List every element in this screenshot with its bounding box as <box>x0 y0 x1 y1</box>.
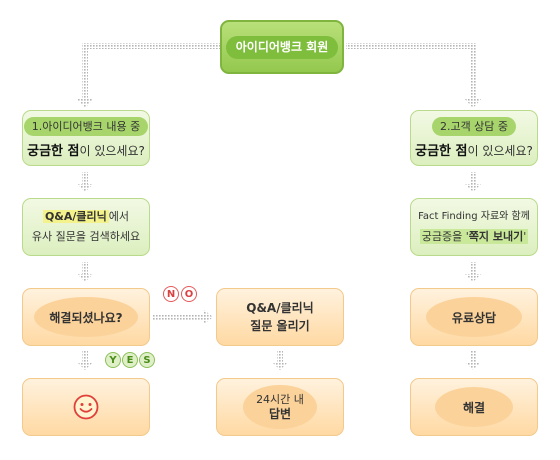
smiley-icon <box>73 394 99 420</box>
consult-question-text: 궁금한 점이 있으세요? <box>415 144 533 159</box>
qa-post-line1: Q&A/클리닉 <box>246 301 314 315</box>
fact-finding-box: Fact Finding 자료와 함께 궁금증을 '쪽지 보내기' <box>410 198 538 256</box>
paid-consult-box: 유료상담 <box>410 288 538 346</box>
qa-post-line2: 질문 올리기 <box>250 319 310 333</box>
paid-consult-label: 유료상담 <box>426 297 522 337</box>
smiley-box <box>22 378 150 436</box>
resolved-box: 해결되셨나요? <box>22 288 150 346</box>
search-qa-line2: 유사 질문을 검색하세요 <box>31 230 141 243</box>
consult-question-pill: 2.고객 상담 중 <box>431 117 517 136</box>
answer-box: 24시간 내 답변 <box>216 378 344 436</box>
resolved-label: 해결되셨나요? <box>34 297 138 337</box>
no-badge-o: O <box>181 286 197 302</box>
idea-question-pill: 1.아이디어뱅크 내용 중 <box>23 117 149 136</box>
idea-question-text: 궁금한 점이 있으세요? <box>27 144 145 159</box>
member-box: 아이디어뱅크 회원 <box>220 20 344 74</box>
solved-label: 해결 <box>435 387 513 427</box>
qa-post-box: Q&A/클리닉 질문 올리기 <box>216 288 344 346</box>
answer-ellipse: 24시간 내 답변 <box>243 385 317 429</box>
yes-badge-s: S <box>139 352 155 368</box>
answer-line2: 답변 <box>268 407 292 421</box>
answer-line1: 24시간 내 <box>256 393 304 406</box>
fact-finding-line1: Fact Finding 자료와 함께 <box>418 211 530 222</box>
yes-badge-y: Y <box>105 352 121 368</box>
consult-question-box: 2.고객 상담 중 궁금한 점이 있으세요? <box>410 110 538 166</box>
no-badge-n: N <box>163 286 179 302</box>
solved-box: 해결 <box>410 378 538 436</box>
fact-finding-line2: 궁금증을 '쪽지 보내기' <box>419 229 529 244</box>
idea-question-box: 1.아이디어뱅크 내용 중 궁금한 점이 있으세요? <box>22 110 150 166</box>
member-label: 아이디어뱅크 회원 <box>225 35 339 59</box>
yes-badge-e: E <box>122 352 138 368</box>
